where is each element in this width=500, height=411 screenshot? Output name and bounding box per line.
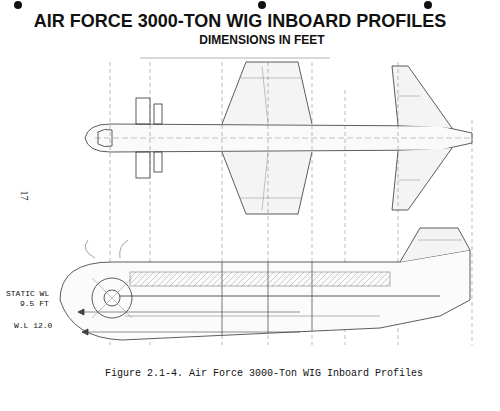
top-view [85, 58, 472, 214]
page-number: 17 [19, 191, 30, 201]
waterline-label: W.L 12.0 [14, 322, 52, 331]
figure-caption: Figure 2.1-4. Air Force 3000-Ton WIG Inb… [105, 368, 423, 379]
side-view [60, 228, 470, 340]
dimension-label: 9.5 FT [20, 300, 49, 309]
waterline-label: STATIC WL [6, 290, 49, 299]
punch-hole [14, 1, 432, 9]
drawing-title: AIR FORCE 3000-TON WIG INBOARD PROFILES [34, 12, 447, 32]
subtitle: DIMENSIONS IN FEET [199, 34, 324, 47]
